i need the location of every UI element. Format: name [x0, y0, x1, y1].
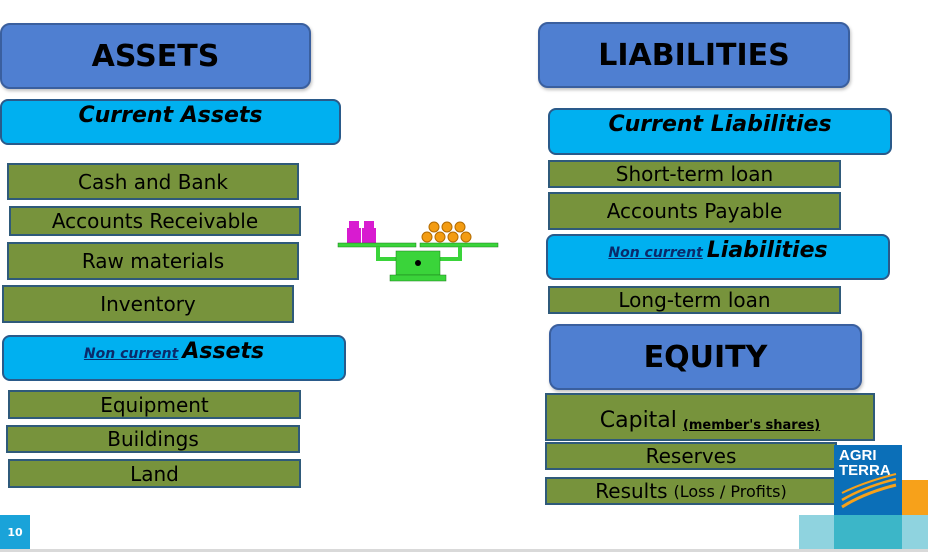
asset-item-label: Raw materials	[81, 249, 225, 273]
equity-item-results: Results (Loss / Profits)	[545, 477, 837, 505]
results-note: (Loss / Profits)	[673, 481, 787, 501]
decor-orange-square	[902, 480, 928, 515]
agriterra-logo: AGRI TERRA	[834, 445, 902, 515]
asset-item-equipment: Equipment	[8, 390, 301, 419]
liability-item-accounts-payable: Accounts Payable	[548, 192, 841, 230]
page-number: 10	[7, 525, 23, 539]
asset-item-cash-bank: Cash and Bank	[7, 163, 299, 200]
assets-header: ASSETS	[0, 23, 311, 89]
asset-item-label: Accounts Receivable	[51, 209, 259, 233]
current-liabilities-label: Current Liabilities	[608, 112, 832, 137]
decor-teal-square-left	[799, 515, 834, 549]
liability-item-label: Accounts Payable	[606, 199, 783, 223]
capital-note: (member's shares)	[682, 418, 821, 433]
results-label: Results	[595, 479, 668, 503]
logo-text-agri: AGRI	[839, 447, 877, 464]
liability-item-short-term-loan: Short-term loan	[548, 160, 841, 188]
noncurrent-assets-suffix: Assets	[182, 339, 265, 364]
asset-item-accounts-receivable: Accounts Receivable	[9, 206, 301, 236]
liabilities-title: LIABILITIES	[598, 37, 790, 73]
equity-title: EQUITY	[643, 339, 768, 375]
equity-item-capital: Capital (member's shares)	[545, 393, 875, 441]
logo-text-terra: TERRA	[839, 462, 891, 479]
assets-title: ASSETS	[91, 38, 220, 74]
reserves-label: Reserves	[645, 444, 737, 468]
current-liabilities-header: Current Liabilities	[548, 108, 892, 155]
noncurrent-liabilities-prefix: Non current	[608, 245, 703, 261]
asset-item-label: Equipment	[100, 392, 209, 417]
liability-item-label: Short-term loan	[615, 162, 774, 186]
current-assets-header: Current Assets	[0, 99, 341, 145]
noncurrent-assets-prefix: Non current	[83, 346, 179, 362]
noncurrent-liabilities-header: Non current Liabilities	[546, 234, 890, 280]
liability-item-label: Long-term loan	[618, 288, 771, 312]
balance-scale-icon	[336, 217, 501, 287]
asset-item-label: Buildings	[107, 427, 199, 451]
equity-item-reserves: Reserves	[545, 442, 837, 470]
liabilities-header: LIABILITIES	[538, 22, 850, 88]
noncurrent-assets-header: Non current Assets	[2, 335, 346, 381]
asset-item-label: Cash and Bank	[78, 169, 228, 194]
asset-item-label: Land	[130, 461, 179, 486]
noncurrent-liabilities-suffix: Liabilities	[706, 238, 828, 263]
liability-item-long-term-loan: Long-term loan	[548, 286, 841, 314]
asset-item-inventory: Inventory	[2, 285, 294, 323]
page-number-badge: 10	[0, 515, 30, 549]
logo-swoosh-icon	[841, 473, 897, 509]
equity-header: EQUITY	[549, 324, 862, 390]
current-assets-label: Current Assets	[78, 103, 263, 128]
decor-teal-square-right	[902, 515, 928, 549]
asset-item-label: Inventory	[100, 292, 196, 316]
capital-label: Capital	[599, 408, 677, 433]
asset-item-raw-materials: Raw materials	[7, 242, 299, 280]
asset-item-land: Land	[8, 459, 301, 488]
decor-teal-square-mid	[834, 515, 902, 549]
footer-divider	[0, 549, 928, 552]
asset-item-buildings: Buildings	[6, 425, 300, 453]
